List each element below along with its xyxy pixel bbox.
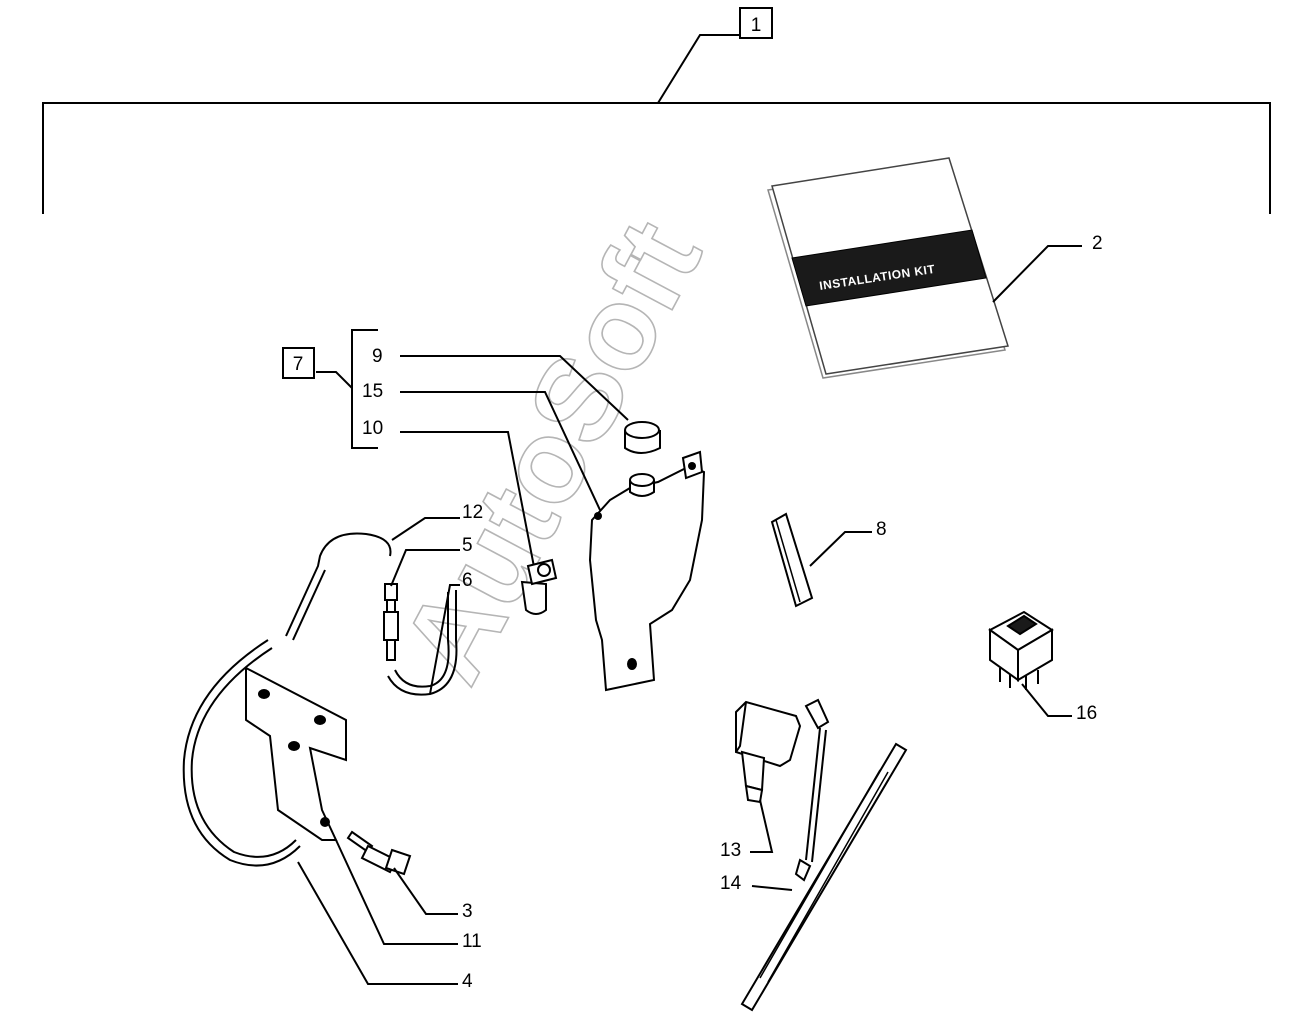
ref-box-1[interactable]: 1 xyxy=(739,7,773,39)
rocker-switch xyxy=(988,610,1054,690)
ref-box-7-label: 7 xyxy=(293,354,304,375)
ref-box-1-label: 1 xyxy=(751,15,762,36)
wiper-insert xyxy=(770,512,814,608)
watermark: AutoSoft xyxy=(376,200,728,703)
watermark-text: AutoSoft xyxy=(376,200,726,702)
long-hose xyxy=(182,639,301,867)
kit-bracket xyxy=(42,34,1271,214)
group-bracket-7 xyxy=(316,329,378,449)
callout-2: 2 xyxy=(1092,233,1103,254)
callout-10: 10 xyxy=(362,418,383,439)
washer-reservoir xyxy=(588,450,706,692)
callout-15: 15 xyxy=(362,381,383,402)
callout-11: 11 xyxy=(462,931,482,952)
ref-box-7[interactable]: 7 xyxy=(282,347,315,379)
callout-12: 12 xyxy=(462,502,483,523)
mounting-bracket xyxy=(245,666,347,841)
hose-12 xyxy=(285,532,392,637)
callout-3: 3 xyxy=(462,901,473,922)
callout-6: 6 xyxy=(462,570,473,591)
callout-9: 9 xyxy=(372,346,383,367)
callout-14: 14 xyxy=(720,873,742,894)
callout-4: 4 xyxy=(462,971,473,992)
reservoir-cap xyxy=(624,421,661,454)
wiper-arm-blade xyxy=(740,727,908,1012)
callout-5: 5 xyxy=(462,535,473,556)
washer-nozzle xyxy=(346,830,412,876)
washer-pump xyxy=(520,558,558,615)
wiper-motor xyxy=(735,698,830,804)
callout-13: 13 xyxy=(720,840,741,861)
callout-8: 8 xyxy=(876,519,887,540)
hose-connector xyxy=(383,583,399,661)
callout-16: 16 xyxy=(1076,703,1097,724)
installation-kit-booklet: INSTALLATION KIT xyxy=(767,157,1009,379)
